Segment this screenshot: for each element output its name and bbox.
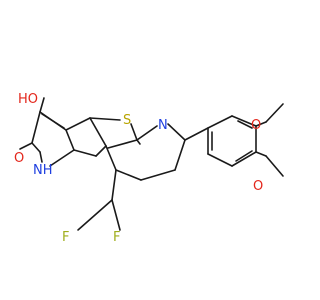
bond-line xyxy=(19,142,33,150)
bond-line xyxy=(136,139,141,145)
bond-line xyxy=(65,117,91,131)
bond-line xyxy=(231,151,257,167)
bond-line xyxy=(130,123,138,141)
atom-label-fluorine-1: F xyxy=(62,230,69,245)
atom-label-fluorine-2: F xyxy=(113,230,120,245)
bond-line xyxy=(167,123,186,141)
bond-line xyxy=(65,129,75,151)
bond-line xyxy=(231,115,257,127)
bond-line xyxy=(235,150,253,162)
bond-line xyxy=(115,169,142,181)
bond-line xyxy=(265,103,284,123)
atom-label-amide-nh: NH xyxy=(33,163,53,178)
bond-line xyxy=(39,151,43,163)
bond-line xyxy=(77,199,113,231)
bond-line xyxy=(39,97,45,113)
bond-line xyxy=(95,145,107,157)
bond-line xyxy=(73,149,97,157)
bond-line xyxy=(255,121,267,127)
bond-line xyxy=(255,151,267,157)
molecule-drawing: HO S N O O O NH F F xyxy=(14,92,284,245)
bond-line xyxy=(107,139,138,149)
structure-diagram: HO S N O O O NH F F xyxy=(14,92,284,245)
bond-line xyxy=(89,117,107,147)
bond-line xyxy=(237,120,253,129)
atom-label-sulfur: S xyxy=(123,113,131,128)
bond-line xyxy=(49,149,75,167)
bond-layer xyxy=(19,97,284,231)
atom-label-methoxy-oxygen-2: O xyxy=(253,179,263,194)
bond-line xyxy=(207,115,233,129)
atom-label-methoxy-oxygen-1: O xyxy=(251,118,261,133)
bond-line xyxy=(207,153,233,167)
bond-line xyxy=(184,127,209,141)
bond-line xyxy=(111,199,121,231)
bond-line xyxy=(41,113,65,129)
atom-label-hydroxyl: HO xyxy=(18,92,38,107)
bond-line xyxy=(136,125,158,141)
bond-line xyxy=(31,142,41,153)
bond-line xyxy=(105,145,117,171)
bond-line xyxy=(89,117,121,121)
atom-label-pyridine-nitrogen: N xyxy=(158,118,168,133)
bond-line xyxy=(265,155,284,177)
bond-line xyxy=(140,169,176,181)
bond-line xyxy=(111,169,117,201)
bond-line xyxy=(31,111,41,144)
bond-line xyxy=(174,139,186,171)
atom-label-carbonyl-oxygen: O xyxy=(14,151,24,166)
